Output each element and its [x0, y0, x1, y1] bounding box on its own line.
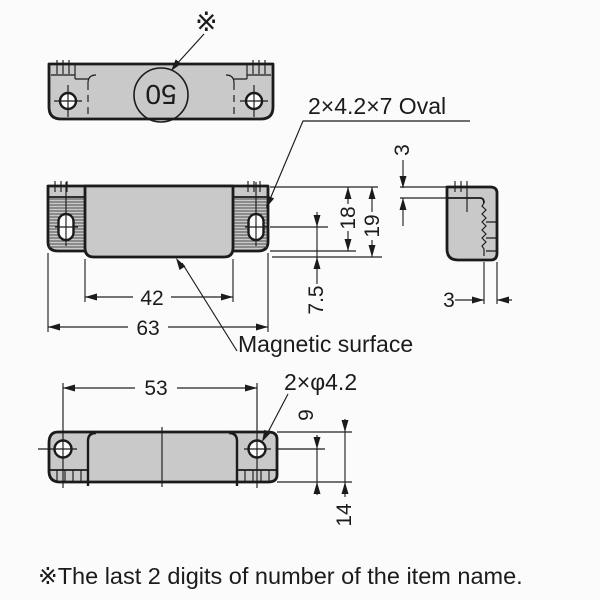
reference-leader-line [174, 33, 205, 67]
dimension-recess-depth-18: 18 [337, 187, 360, 251]
side-view-top-ticks [454, 181, 468, 212]
dimension-body-width-42: 42 [84, 259, 234, 310]
dim-42-text: 42 [140, 287, 163, 310]
label-magnetic-surface: Magnetic surface [176, 258, 413, 357]
bottom-extension-lines [277, 431, 352, 483]
badge-number: 50 [145, 79, 176, 110]
dimension-hole-pitch-53: 53 [63, 377, 257, 400]
front-view: 2×4.2×7 Oval Magnetic surface 42 63 [46, 93, 470, 357]
oval-slot-leader-arrowhead [266, 195, 275, 208]
round-holes-label-text: 2×φ4.2 [284, 369, 357, 395]
top-view-hole-crosshair-right [240, 85, 268, 117]
dim-3-side-text: 3 [443, 289, 455, 312]
round-holes-leader-arrowhead [262, 429, 271, 442]
magnetic-surface-label-text: Magnetic surface [238, 331, 413, 357]
bottom-view-outline [47, 430, 279, 484]
dim-3-top-text: 3 [391, 144, 414, 156]
side-view-strip-ticks [486, 221, 497, 252]
top-view-corner-ticks [51, 60, 271, 80]
side-view-outline [445, 185, 499, 262]
dim-14-text: 14 [333, 503, 356, 527]
dimension-hole-offset-9: 9 [295, 409, 321, 495]
magnetic-surface-leader-line [181, 262, 238, 352]
dim-63-text: 63 [136, 317, 159, 340]
badge-circle [133, 67, 189, 123]
round-holes-leader-line [265, 393, 289, 437]
front-extension-lines [270, 186, 447, 258]
reference-mark: ※ [195, 7, 218, 37]
oval-slot-left-crosshair [55, 182, 78, 246]
dimension-overall-height-19: 19 [361, 187, 384, 257]
bottom-view: 53 2×φ4.2 9 14 [38, 369, 357, 527]
reference-leader-arrowhead [171, 59, 182, 71]
dim-53-text: 53 [144, 377, 167, 400]
dim-19-text: 19 [361, 214, 384, 237]
top-view-body-edge-dashed [87, 83, 235, 116]
dimension-overall-width-63: 63 [47, 253, 269, 340]
dimension-side-plate-3: 3 [443, 262, 512, 312]
oval-slot-right-crosshair [245, 182, 268, 246]
dimension-slot-center-7-5: 7.5 [305, 212, 328, 315]
side-view-plate-edge [447, 197, 485, 204]
side-view: 3 [443, 181, 512, 312]
dimension-top-plate-3: 3 [391, 144, 414, 226]
label-round-holes: 2×φ4.2 [262, 369, 357, 442]
front-view-corner-ticks [54, 181, 261, 192]
front-view-body-outline [83, 184, 235, 259]
top-view-body-corner [87, 74, 235, 84]
dim-9-text: 9 [295, 409, 318, 421]
bottom-hole-crosshairs [38, 383, 325, 488]
side-view-serration [481, 202, 487, 256]
footnote: ※The last 2 digits of number of the item… [38, 563, 523, 589]
oval-slot-leader-line [267, 120, 470, 205]
bottom-view-serration-ticks [56, 470, 270, 482]
bottom-view-body-edges [86, 431, 239, 486]
top-view-hole-crosshair-left [54, 85, 82, 117]
magnetic-surface-leader-arrowhead [176, 258, 186, 270]
top-view-outline [47, 62, 275, 121]
dim-7-5-text: 7.5 [305, 285, 328, 314]
dim-18-text: 18 [337, 206, 360, 229]
top-view: 50 ※ [47, 7, 275, 123]
dimension-overall-depth-14: 14 [333, 419, 356, 527]
oval-slot-label-text: 2×4.2×7 Oval [308, 93, 446, 119]
label-oval-slot: 2×4.2×7 Oval [266, 93, 470, 208]
